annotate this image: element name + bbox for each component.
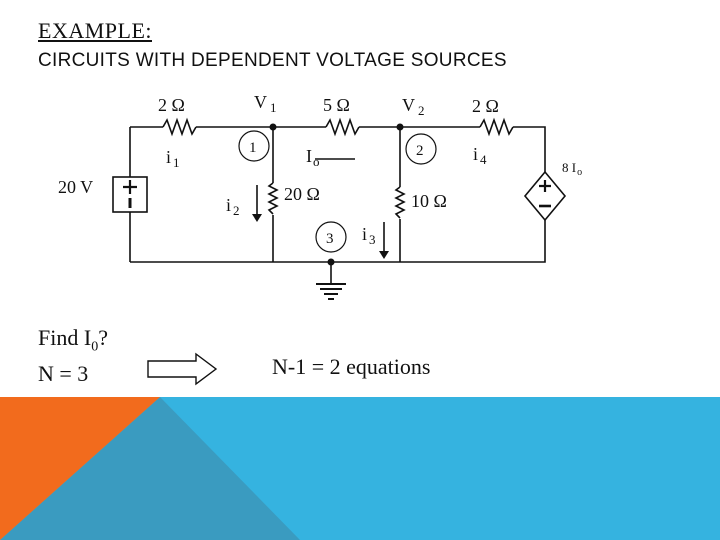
resistor-5ohm [325,117,360,137]
resistor-2ohm-left [162,117,197,137]
label-r-right: 2 Ω [472,96,499,116]
label-r-10: 10 Ω [411,191,447,211]
node-dot-ground [327,258,335,266]
i2-arrowhead [252,214,262,222]
resistor-20ohm [267,182,279,215]
ground-symbol [316,283,346,300]
slide-subtitle: CIRCUITS WITH DEPENDENT VOLTAGE SOURCES [38,50,507,71]
label-node-3: 3 [326,231,334,247]
voltage-source-20v [112,176,148,213]
node-dot-v1 [269,123,277,131]
resistor-2ohm-right [479,117,514,137]
label-node-1: 1 [249,140,257,156]
i3-arrowhead [379,251,389,259]
label-dep-source: 8 Io [562,160,582,178]
node-circle-1 [238,130,270,162]
question-text: Find I0? N = 3 [38,324,108,387]
wire-top-end [513,126,546,175]
label-r-left: 2 Ω [158,95,185,115]
label-r-20: 20 Ω [284,184,320,204]
equations-count: N-1 = 2 equations [272,354,431,379]
label-r-mid: 5 Ω [323,95,350,115]
label-io: Io [306,146,320,169]
node-dot-v2 [396,123,404,131]
dependent-voltage-source [523,170,567,222]
node-circle-2 [405,133,437,165]
footer-orange-triangle [0,397,160,540]
question-line-2: N = 3 [38,361,89,387]
label-node-2: 2 [416,143,424,159]
wire-bottom [130,216,546,263]
resistor-10ohm [394,186,406,219]
node-circle-3 [315,221,347,253]
right-arrow-icon [147,352,218,386]
question-line-1: Find I0? [38,325,108,355]
label-source-voltage: 20 V [58,177,93,197]
footer-teal-triangle [0,397,300,540]
slide-title: EXAMPLE: [38,18,152,43]
